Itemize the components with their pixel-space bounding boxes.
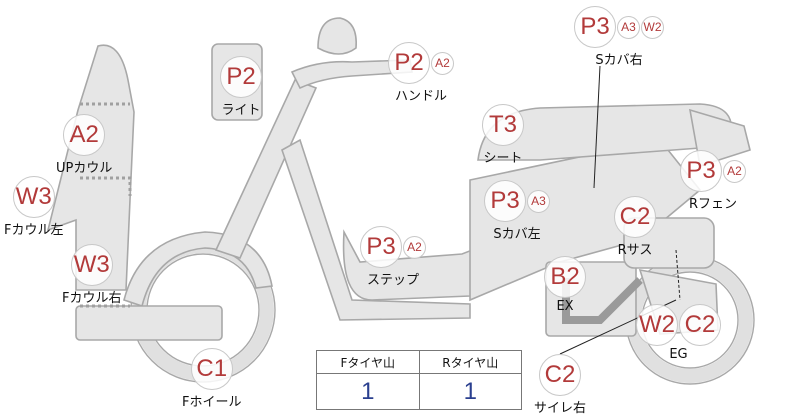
leader-line-shock: [675, 249, 681, 301]
header-rear-tread: Rタイヤ山: [418, 350, 522, 374]
label-rear-suspension: C2 Rサス: [614, 196, 656, 258]
damage-code: W3: [70, 244, 113, 286]
label-light: P2 ライト: [220, 56, 262, 118]
label-front-cowl-left: W3 Fカウル左: [4, 176, 63, 238]
label-up-cowl: A2 UPカウル: [56, 114, 112, 176]
part-name: サイレ右: [534, 401, 587, 416]
damage-code: B2: [544, 256, 586, 298]
damage-code: P3: [574, 6, 616, 48]
part-name: EG: [669, 347, 688, 362]
steering-column: [214, 78, 318, 259]
part-name: Fカウル右: [62, 291, 122, 306]
damage-code: A2: [723, 159, 746, 183]
part-name: ハンドル: [394, 89, 447, 104]
front-cowl: [46, 44, 135, 291]
damage-code: A2: [431, 51, 454, 75]
label-seat: T3 シート: [482, 104, 524, 166]
mirror: [317, 17, 357, 55]
part-name: Sカバ右: [595, 53, 643, 68]
front-tread-value: 1: [316, 373, 420, 410]
front-cowl-lower: [75, 305, 223, 341]
label-front-cowl-right: W3 Fカウル右: [62, 244, 121, 306]
damage-code: A2: [403, 235, 426, 259]
damage-code: T3: [482, 104, 524, 146]
damage-code: C2: [539, 354, 581, 396]
damage-code: A3: [617, 15, 640, 39]
exhaust-pipe: [562, 277, 643, 324]
part-name: Fホイール: [182, 395, 242, 410]
table-row: 1 1: [316, 373, 522, 410]
table-header-row: Fタイヤ山 Rタイヤ山: [316, 350, 522, 374]
damage-code: P3: [680, 150, 722, 192]
label-front-wheel: C1 Fホイール: [182, 348, 241, 410]
part-name: Fカウル左: [4, 223, 64, 238]
damage-code: W2: [641, 15, 664, 39]
damage-code: C1: [190, 348, 233, 390]
damage-code: C2: [614, 196, 656, 238]
header-front-tread: Fタイヤ山: [316, 350, 420, 374]
part-name: Rフェン: [688, 197, 738, 212]
part-name: ライト: [221, 103, 261, 118]
damage-code: P3: [360, 226, 402, 268]
tire-tread-table: Fタイヤ山 Rタイヤ山 1 1: [316, 350, 522, 410]
frame-tube: [281, 138, 471, 321]
cowl-seam: [80, 102, 132, 308]
damage-code: W2: [636, 304, 678, 346]
part-name: EX: [556, 299, 574, 314]
part-name: Sカバ左: [493, 227, 541, 242]
leader-line-sc: [593, 65, 601, 189]
label-silencer-right: C2 サイレ右: [534, 354, 586, 416]
damage-code: P3: [484, 180, 526, 222]
damage-code: C2: [679, 304, 721, 346]
damage-code: A3: [527, 189, 550, 213]
part-name: Rサス: [617, 243, 653, 258]
front-fender: [123, 231, 273, 308]
rear-tread-value: 1: [418, 373, 522, 410]
part-name: シート: [483, 151, 523, 166]
label-exhaust: B2 EX: [544, 256, 586, 314]
part-name: UPカウル: [56, 161, 113, 176]
damage-code: P2: [220, 56, 262, 98]
damage-code: P2: [388, 42, 430, 84]
part-name: ステップ: [366, 273, 419, 288]
damage-code: W3: [12, 176, 55, 218]
damage-code: A2: [63, 114, 106, 156]
